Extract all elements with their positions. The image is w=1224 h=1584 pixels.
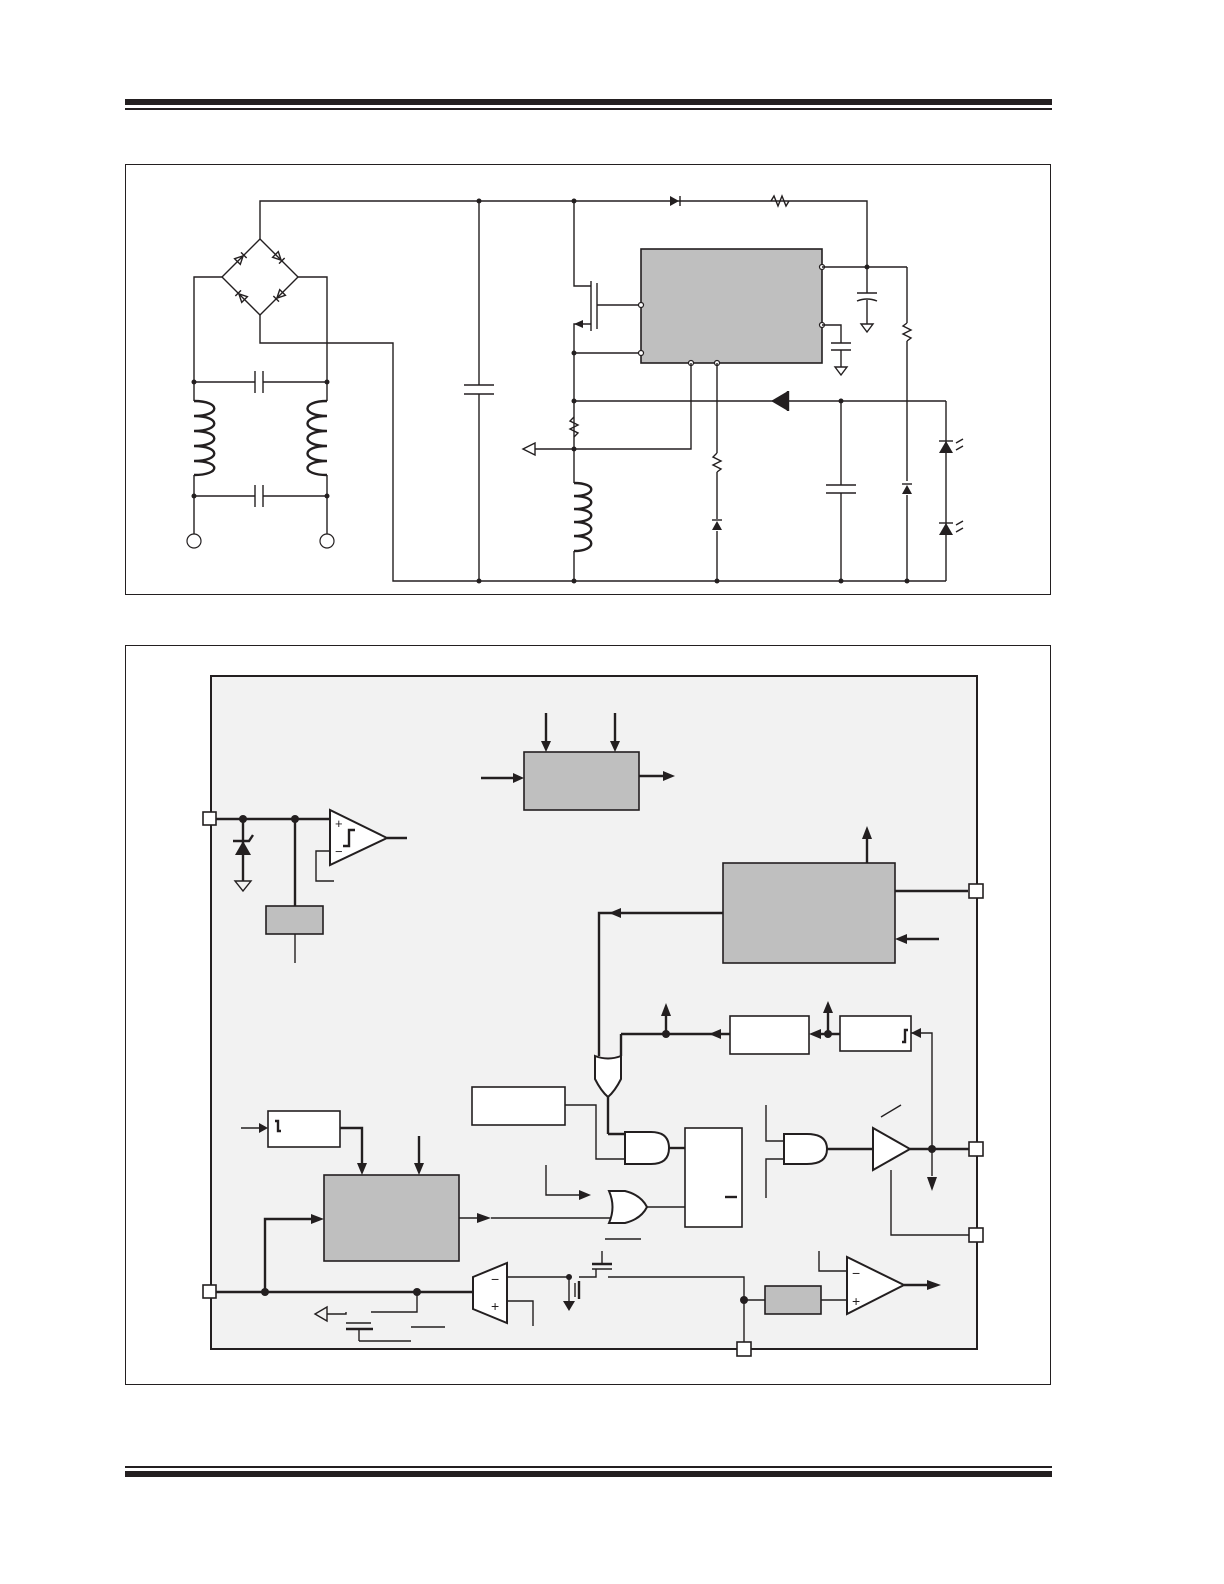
sense-pin [968,1227,984,1243]
ac-input-terminal-2 [319,533,335,549]
drv-pin [968,1141,984,1157]
or-gate-top [594,1054,622,1099]
buffer-block [619,1001,933,1176]
output-driver [872,1126,913,1172]
application-circuit-schematic [186,194,964,584]
regulator-block [265,905,324,935]
timer-block [471,1086,566,1126]
and-gate-output [783,1133,829,1165]
ac-input-terminal-1 [186,533,202,549]
header-rule-thick [125,99,1052,105]
latch-block [684,1127,743,1228]
and-gate [624,1131,671,1165]
overcurrent-comparator [846,1255,907,1316]
svg-text:−: − [335,844,343,859]
or-gate-bottom [607,1190,649,1224]
svg-text:+: + [852,1293,860,1309]
gnd-pin [736,1341,752,1357]
functional-block-diagram: + − [202,675,984,1357]
cs-pin [202,1284,217,1299]
oscillator-block [263,1174,491,1291]
vin-pin [202,811,217,826]
led-string [939,401,964,581]
gate-pin [968,883,984,899]
bridge-rectifier [221,238,299,316]
controller-ic [640,248,823,364]
logic-block [597,826,968,1056]
svg-text:−: − [491,1271,499,1287]
bulk-capacitor [464,198,494,584]
uvlo-comparator: + − [315,808,407,882]
application-circuit-panel [125,164,1051,595]
svg-text:+: + [335,816,343,831]
sense-amplifier [472,1261,508,1325]
footer-rule-thin [125,1466,1052,1468]
header-rule-thin [125,108,1052,110]
sense-block [764,1285,822,1315]
top-control-block [481,713,675,811]
input-inductors [189,399,335,477]
functional-block-diagram-panel: + − [125,645,1051,1385]
svg-text:−: − [852,1265,860,1281]
footer-rule-thick [125,1471,1052,1477]
svg-text:+: + [491,1298,499,1314]
